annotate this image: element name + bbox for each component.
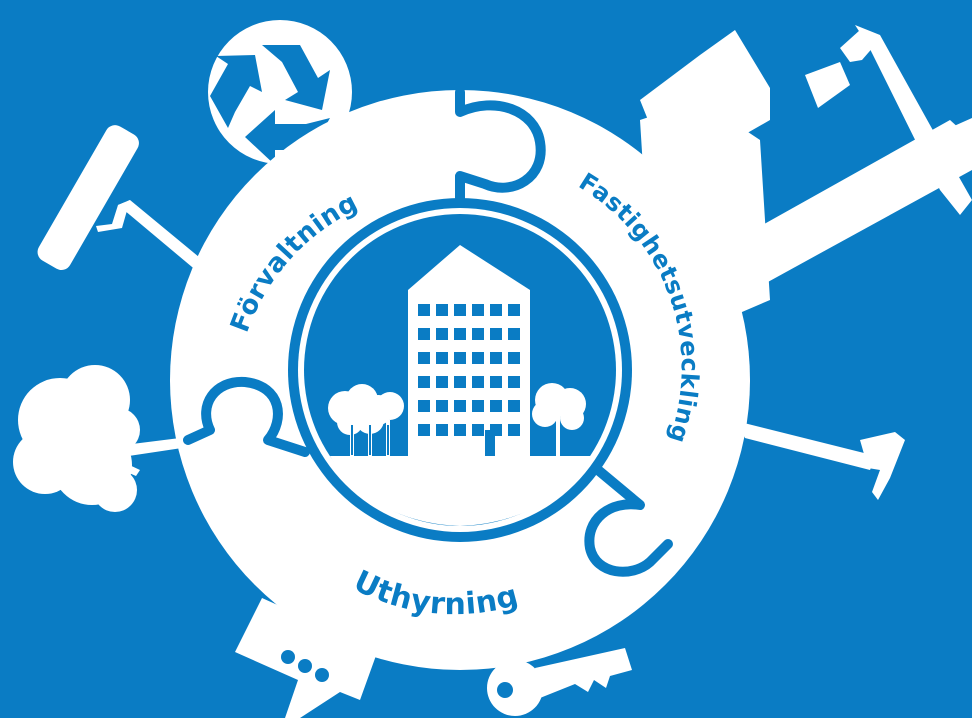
segment-dividers <box>183 87 673 577</box>
recycle-icon <box>208 20 352 165</box>
small-tree-right <box>532 383 586 456</box>
key-icon <box>487 648 632 716</box>
paint-roller-icon <box>37 125 205 272</box>
chat-bubble-icon <box>235 598 378 718</box>
tree-icon <box>13 365 182 512</box>
hammer-icon <box>740 422 905 500</box>
small-trees-left <box>328 384 404 456</box>
apartment-building-icon <box>328 245 592 526</box>
pickaxe-icon <box>805 25 972 215</box>
building-windows <box>418 304 520 456</box>
